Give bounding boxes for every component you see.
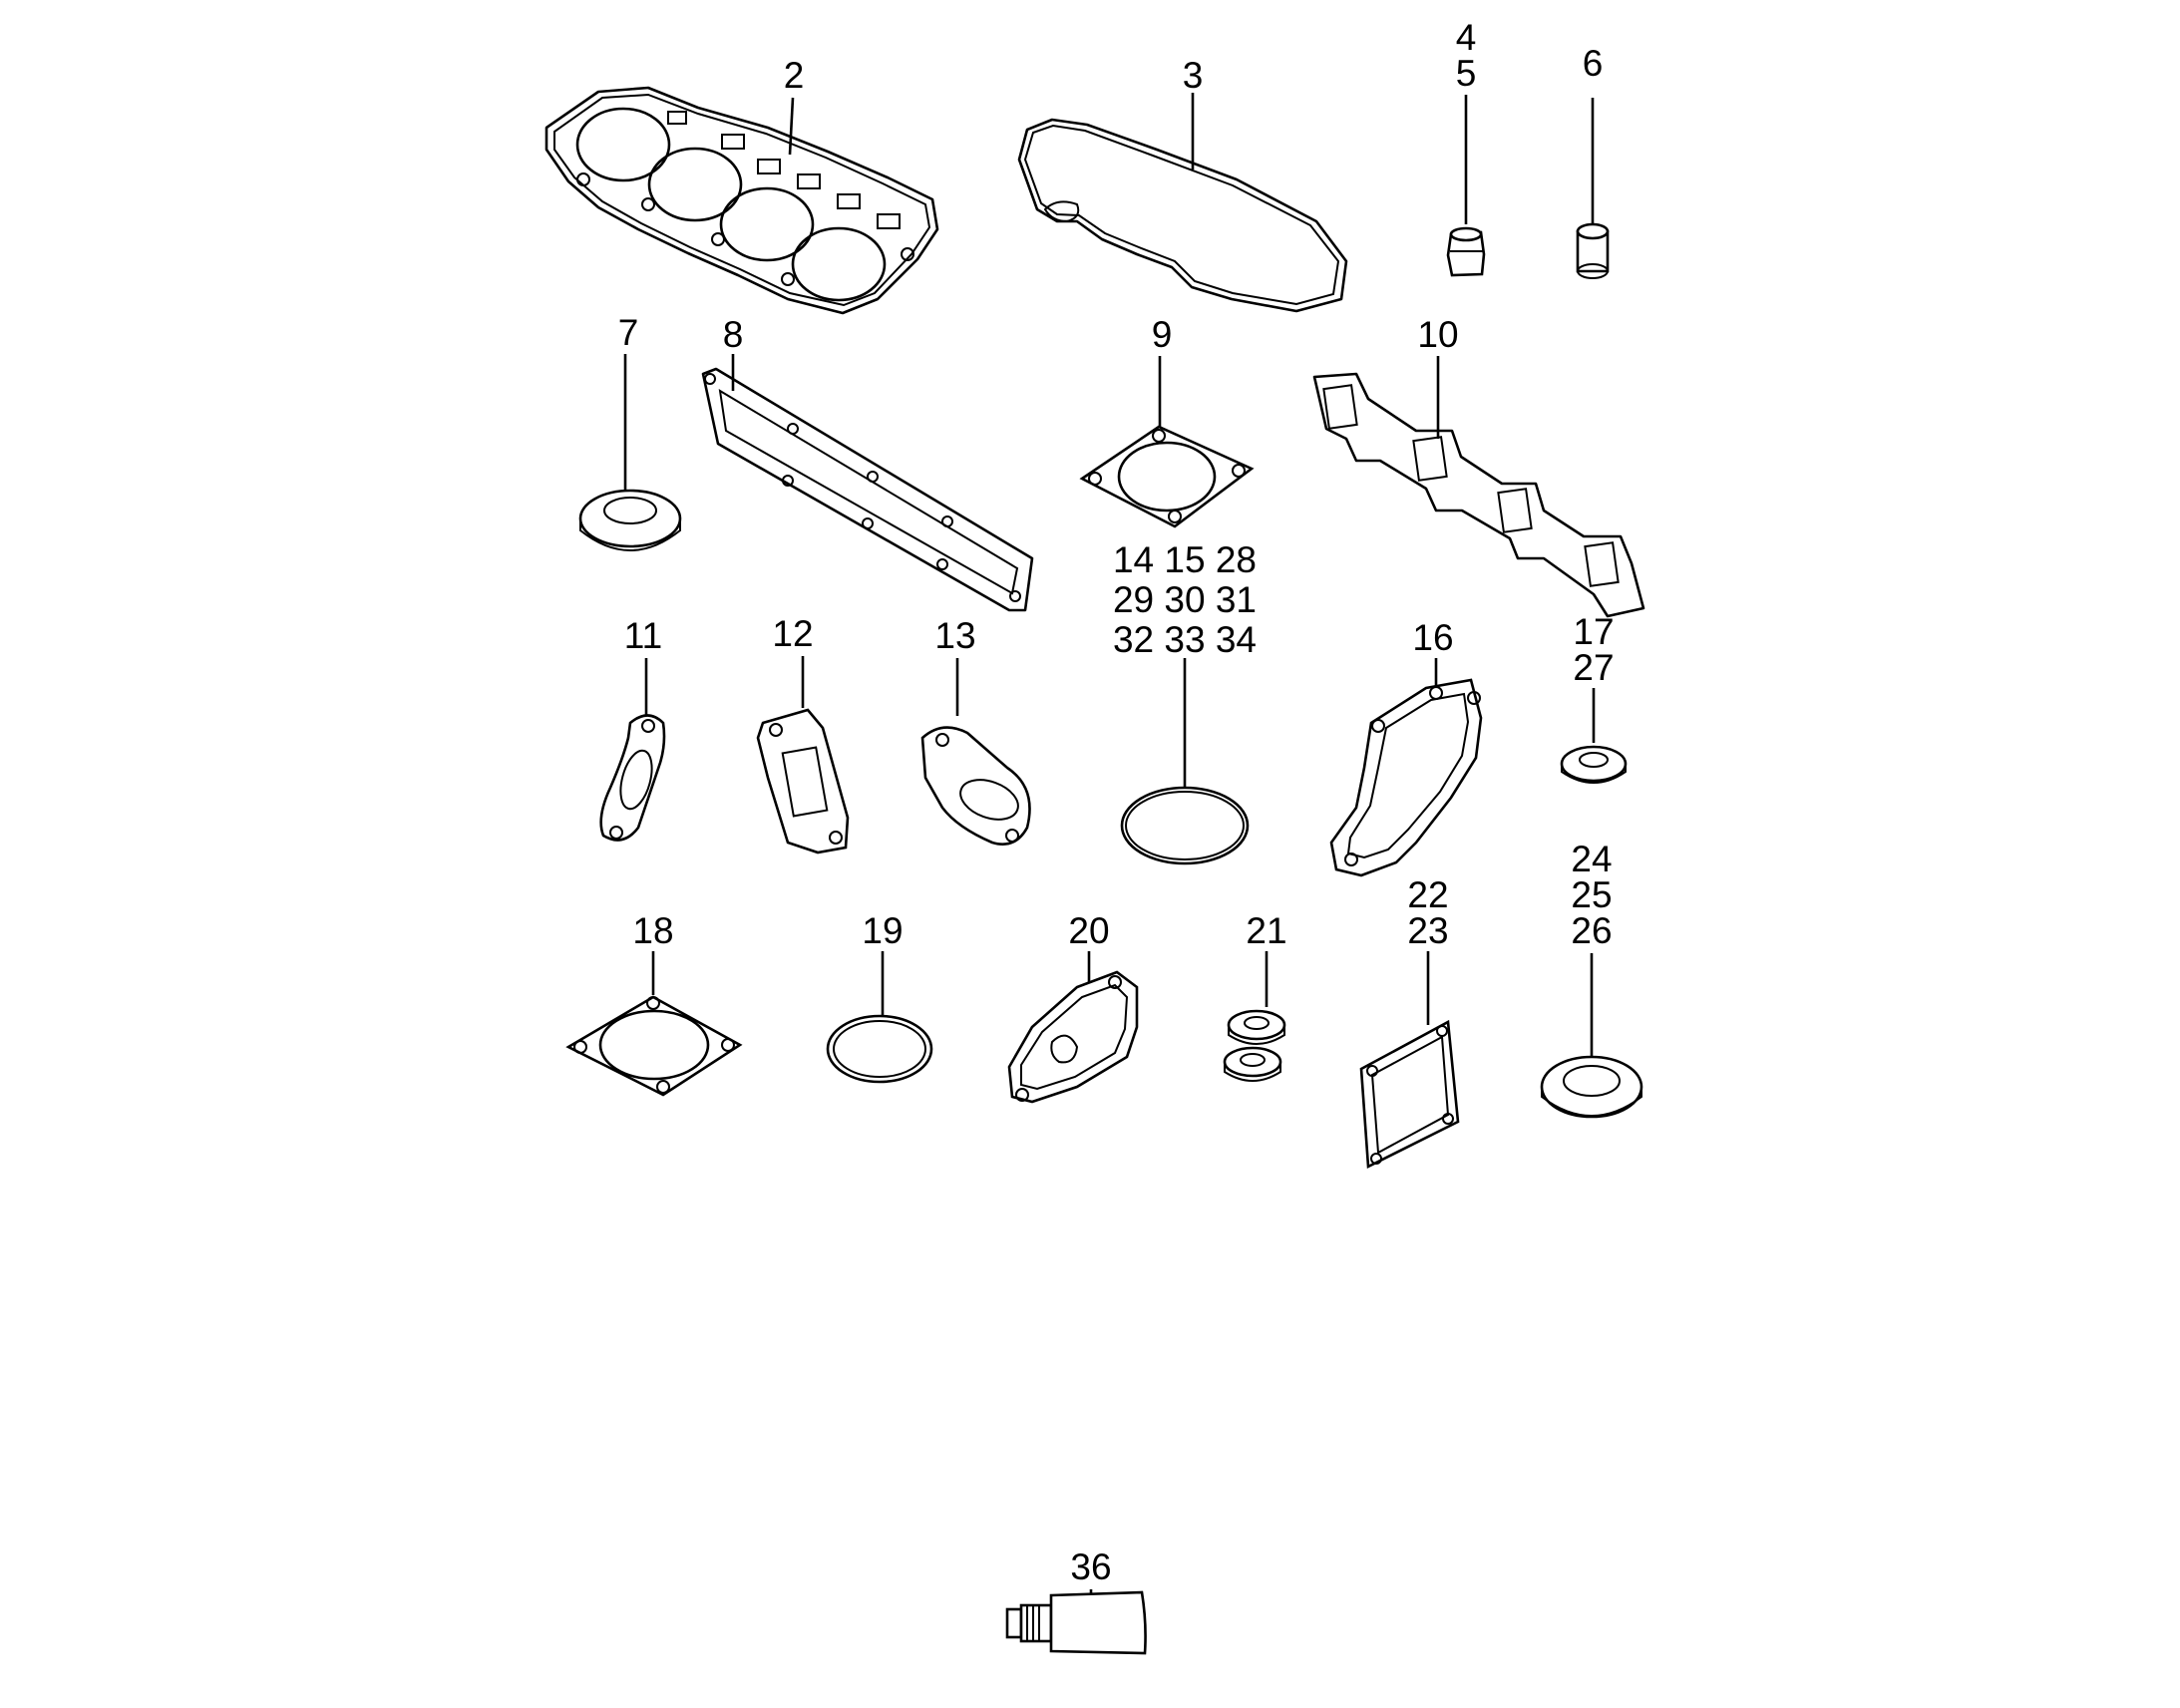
callout-12: 12	[772, 613, 813, 654]
callout-3: 3	[1183, 55, 1204, 96]
part-11-gasket[interactable]	[599, 658, 666, 842]
part-2-cylinder-head-gasket[interactable]	[545, 86, 939, 315]
callout-19: 19	[862, 910, 903, 951]
part-13-gasket[interactable]	[920, 658, 1031, 846]
part-12-gasket[interactable]	[756, 656, 850, 854]
part-14-34-o-ring[interactable]	[1120, 658, 1250, 865]
part-19-ring[interactable]	[826, 951, 933, 1084]
callout-10: 10	[1417, 314, 1458, 355]
callout-18: 18	[632, 910, 673, 951]
callout-labels: 2 3 4 5 6 7 8 9 10 11 12 13 14 15 28 29 …	[618, 17, 1615, 1587]
part-36-sealant-tube[interactable]	[1005, 1589, 1147, 1655]
callout-21: 21	[1246, 910, 1286, 951]
callout-22: 22	[1407, 874, 1448, 915]
callout-5: 5	[1456, 53, 1477, 94]
callout-14-15-28: 14 15 28	[1113, 539, 1257, 580]
callout-9: 9	[1152, 314, 1173, 355]
callout-17: 17	[1573, 611, 1614, 652]
part-24-26-seal[interactable]	[1540, 953, 1643, 1119]
callout-13: 13	[934, 615, 975, 656]
callout-32-33-34: 32 33 34	[1113, 619, 1257, 660]
part-3-valve-cover-gasket[interactable]	[1017, 93, 1348, 313]
part-4-5-valve-stem-seal[interactable]	[1446, 95, 1486, 277]
callout-16: 16	[1412, 617, 1453, 658]
part-7-seal-ring[interactable]	[578, 354, 682, 551]
callout-11: 11	[624, 615, 662, 656]
part-9-flange-gasket[interactable]	[1079, 356, 1255, 528]
callout-2: 2	[784, 55, 805, 96]
part-21-washers[interactable]	[1223, 951, 1286, 1082]
callout-4: 4	[1456, 17, 1477, 58]
callout-8: 8	[723, 314, 744, 355]
part-17-27-washer[interactable]	[1560, 688, 1628, 784]
callout-25: 25	[1571, 874, 1612, 915]
callout-36: 36	[1070, 1546, 1111, 1587]
callout-27: 27	[1573, 647, 1614, 688]
part-20-cover-gasket[interactable]	[1007, 951, 1139, 1104]
part-18-flange-gasket[interactable]	[565, 951, 743, 1097]
callout-7: 7	[618, 312, 639, 353]
part-10-exhaust-manifold-gasket[interactable]	[1312, 356, 1645, 618]
callout-26: 26	[1571, 910, 1612, 951]
part-16-water-pump-gasket[interactable]	[1329, 658, 1483, 877]
callout-20: 20	[1068, 910, 1109, 951]
callout-24: 24	[1571, 839, 1612, 879]
part-8-intake-manifold-gasket[interactable]	[701, 354, 1034, 612]
part-6-sleeve[interactable]	[1576, 98, 1610, 279]
callout-6: 6	[1583, 43, 1604, 84]
callout-29-30-31: 29 30 31	[1113, 579, 1257, 620]
callout-23: 23	[1407, 910, 1448, 951]
part-22-23-square-gasket[interactable]	[1359, 951, 1460, 1170]
